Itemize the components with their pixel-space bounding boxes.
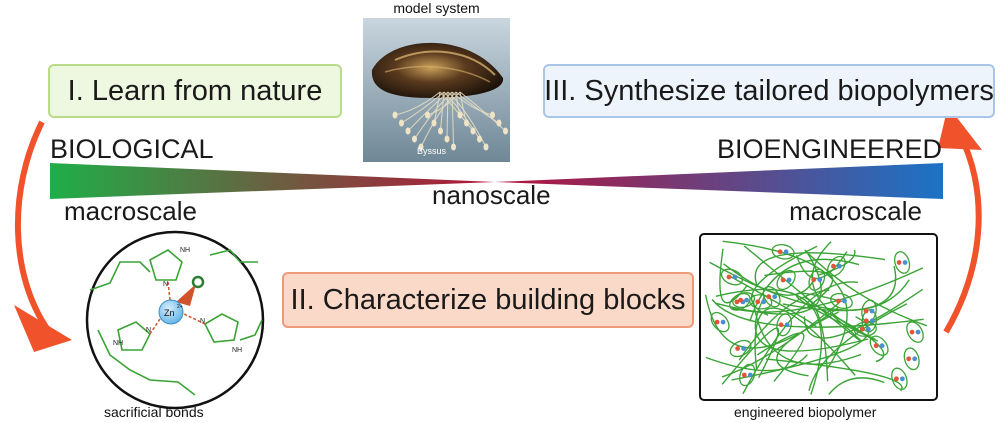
biopolymer-network [699,233,938,401]
characterize-to-synthesize-arrow [943,133,982,334]
left-arrow-head [14,305,72,352]
zinc-symbol: Zn [164,308,175,318]
molecule-caption: sacrificial bonds [104,404,204,420]
spectrum-left-label: BIOLOGICAL [50,134,214,164]
n-label-right: N [200,318,205,325]
step-characterize-label: II. Characterize building blocks [290,283,686,316]
n-label-left: N [146,327,151,334]
nh-label-top: NH [180,247,190,254]
n-label-top: N [163,281,168,288]
learn-to-characterize-arrow [15,120,51,332]
spectrum-right-label: BIOENGINEERED [716,134,942,164]
left-scale-label: macroscale [64,196,197,226]
nh-label-left: NH [113,340,123,347]
step-synthesize-label: III. Synthesize tailored biopolymers [544,74,994,107]
step-learn-box: I. Learn from nature [48,64,342,118]
nh-label-right: NH [232,347,242,354]
zinc-charge: 2+ [177,304,183,310]
step-learn-label: I. Learn from nature [67,74,323,107]
network-caption: engineered biopolymer [734,404,877,420]
center-scale-label: nanoscale [432,180,551,210]
molecule-diagram [85,230,265,410]
step-synthesize-box: III. Synthesize tailored biopolymers [543,64,995,118]
spectrum-bowtie [50,163,943,199]
right-scale-label: macroscale [789,196,922,226]
byssus-annotation: Byssus [417,146,447,156]
step-characterize-box: II. Characterize building blocks [282,272,694,328]
mussel-photo [363,18,510,162]
photo-caption: model system [393,0,480,16]
